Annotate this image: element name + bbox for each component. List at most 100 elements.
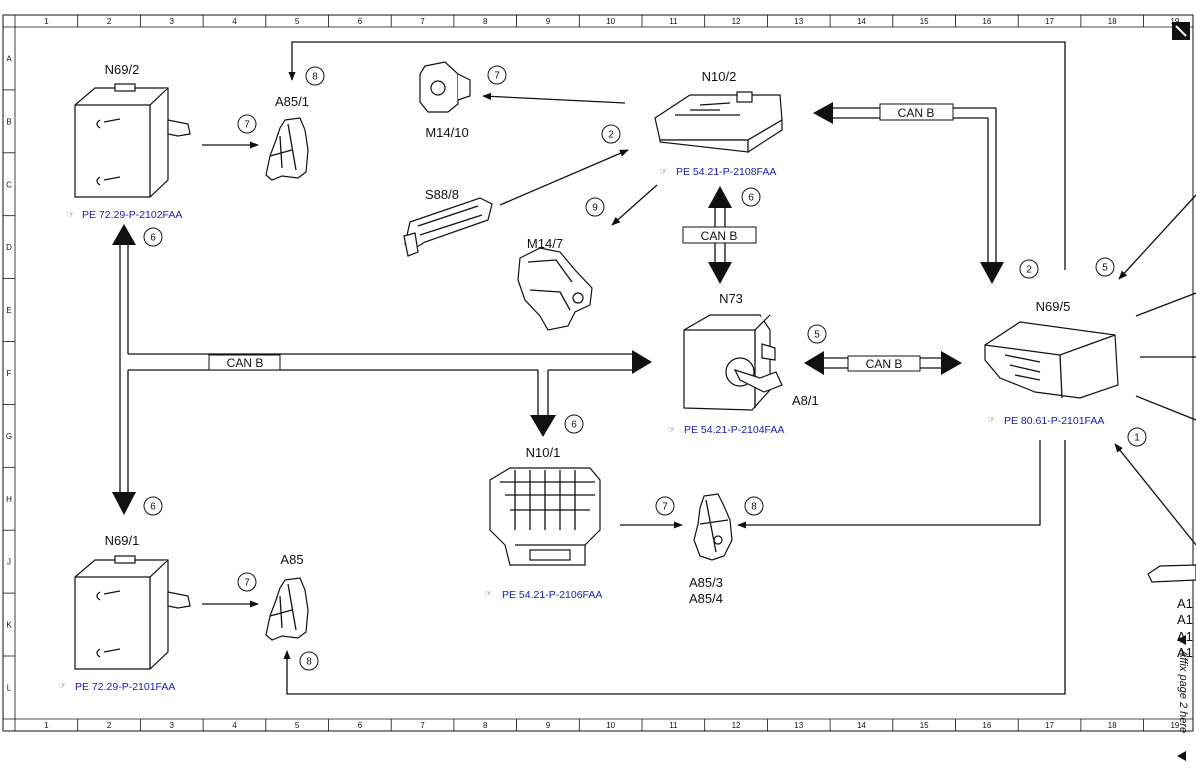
label-m14-10: M14/10 bbox=[425, 125, 468, 140]
label-a85-4: A85/4 bbox=[689, 591, 723, 606]
module-n10-2: N10/2 ☞ PE 54.21-P-2108FAA bbox=[654, 69, 783, 178]
grid-column-label: 5 bbox=[295, 721, 300, 730]
callout-7: 7 bbox=[487, 65, 507, 85]
grid-column-label: 7 bbox=[420, 17, 425, 26]
callout-6: 6 bbox=[143, 496, 163, 516]
ref-n69-2: PE 72.29-P-2102FAA bbox=[82, 209, 182, 221]
label-a85: A85 bbox=[280, 552, 303, 567]
label-a85-1: A85/1 bbox=[275, 94, 309, 109]
grid-column-label: 3 bbox=[170, 17, 175, 26]
svg-text:CAN B: CAN B bbox=[701, 229, 738, 243]
svg-text:6: 6 bbox=[150, 502, 156, 513]
svg-text:CAN B: CAN B bbox=[227, 356, 264, 370]
grid-column-label: 11 bbox=[669, 721, 678, 730]
callout-2: 2 bbox=[1019, 259, 1039, 279]
signal-lines bbox=[202, 41, 1196, 695]
grid-column-label: 19 bbox=[1170, 17, 1179, 26]
label-n69-2: N69/2 bbox=[105, 62, 140, 77]
grid-column-label: 15 bbox=[920, 17, 929, 26]
svg-text:A1: A1 bbox=[1177, 612, 1193, 627]
callout-7: 7 bbox=[655, 496, 675, 516]
ref-n73: PE 54.21-P-2104FAA bbox=[684, 424, 784, 436]
svg-text:Affix page 2 here: Affix page 2 here bbox=[1177, 649, 1189, 733]
svg-text:2: 2 bbox=[1026, 265, 1032, 276]
grid-column-label: 15 bbox=[920, 721, 929, 730]
svg-text:CAN B: CAN B bbox=[898, 106, 935, 120]
grid-column-label: 9 bbox=[546, 721, 551, 730]
grid-column-label: 12 bbox=[732, 17, 741, 26]
grid-column-label: 18 bbox=[1108, 721, 1117, 730]
grid-column-label: 2 bbox=[107, 17, 112, 26]
grid-row-label: F bbox=[7, 369, 12, 378]
grid-column-label: 13 bbox=[794, 17, 803, 26]
grid-row-label: H bbox=[6, 495, 12, 504]
grid-column-label: 17 bbox=[1045, 17, 1054, 26]
callout-6: 6 bbox=[741, 187, 761, 207]
callout-7: 7 bbox=[237, 572, 257, 592]
module-n69-5: N69/5 ☞ PE 80.61-P-2101FAA bbox=[984, 299, 1119, 427]
actuator-a85: A85 bbox=[265, 552, 309, 641]
grid-column-label: 4 bbox=[232, 17, 237, 26]
svg-text:7: 7 bbox=[244, 120, 250, 131]
svg-text:6: 6 bbox=[748, 193, 754, 204]
callout-2: 2 bbox=[601, 124, 621, 144]
ref-n10-1: PE 54.21-P-2106FAA bbox=[502, 589, 602, 601]
callout-8: 8 bbox=[299, 651, 319, 671]
grid-column-label: 1 bbox=[44, 721, 49, 730]
grid-row-label: E bbox=[6, 306, 11, 315]
affix-note: Affix page 2 here bbox=[1177, 635, 1189, 761]
svg-text:5: 5 bbox=[1102, 263, 1108, 274]
label-a85-3: A85/3 bbox=[689, 575, 723, 590]
grid-row-label: G bbox=[6, 432, 12, 441]
grid-column-label: 6 bbox=[358, 721, 363, 730]
grid-row-label: L bbox=[7, 683, 12, 692]
callout-5: 5 bbox=[1095, 257, 1115, 277]
grid-row-label: B bbox=[6, 117, 11, 126]
label-s88-8: S88/8 bbox=[425, 187, 459, 202]
module-n69-2: N69/2 ☞ PE 72.29-P-2102FAA bbox=[67, 62, 191, 221]
svg-text:8: 8 bbox=[306, 657, 312, 668]
grid-row-label: C bbox=[6, 180, 12, 189]
ref-n69-5: PE 80.61-P-2101FAA bbox=[1004, 415, 1104, 427]
label-n69-5: N69/5 bbox=[1036, 299, 1071, 314]
grid-column-label: 6 bbox=[358, 17, 363, 26]
switch-s88-8: S88/8 bbox=[403, 187, 493, 257]
can-b-label-1: CAN B bbox=[208, 354, 281, 371]
grid-row-label: A bbox=[6, 54, 12, 63]
label-n69-1: N69/1 bbox=[105, 533, 140, 548]
grid-column-label: 14 bbox=[857, 721, 866, 730]
callout-9: 9 bbox=[585, 197, 605, 217]
grid-column-label: 10 bbox=[606, 721, 615, 730]
svg-text:7: 7 bbox=[494, 71, 500, 82]
grid-column-label: 16 bbox=[982, 721, 991, 730]
label-a8-1: A8/1 bbox=[792, 393, 819, 408]
ignition-switch-n73: N73 A8/1 ☞ PE 54.21-P-2104FAA bbox=[668, 291, 819, 436]
grid-row-label: J bbox=[7, 558, 11, 567]
ref-icon: ☞ bbox=[485, 589, 492, 598]
grid-row-label: D bbox=[6, 243, 12, 252]
can-b-label-2: CAN B bbox=[682, 226, 757, 244]
corner-icon bbox=[1172, 22, 1190, 40]
svg-text:8: 8 bbox=[312, 72, 318, 83]
grid-column-label: 8 bbox=[483, 721, 488, 730]
label-n73: N73 bbox=[719, 291, 743, 306]
grid-column-label: 11 bbox=[669, 17, 678, 26]
grid-column-label: 13 bbox=[794, 721, 803, 730]
svg-text:7: 7 bbox=[662, 502, 668, 513]
grid-column-label: 8 bbox=[483, 17, 488, 26]
svg-text:5: 5 bbox=[814, 330, 820, 341]
grid-column-label: 19 bbox=[1170, 721, 1179, 730]
grid-column-label: 2 bbox=[107, 721, 112, 730]
grid-column-label: 14 bbox=[857, 17, 866, 26]
callout-6: 6 bbox=[143, 227, 163, 247]
callout-8: 8 bbox=[305, 66, 325, 86]
svg-text:6: 6 bbox=[571, 420, 577, 431]
label-m14-7: M14/7 bbox=[527, 236, 563, 251]
can-b-label-3: CAN B bbox=[879, 103, 954, 121]
grid-column-label: 4 bbox=[232, 721, 237, 730]
module-n10-1: N10/1 ☞ PE 54.21-P-2106FAA bbox=[485, 445, 602, 601]
ref-icon: ☞ bbox=[660, 167, 667, 176]
